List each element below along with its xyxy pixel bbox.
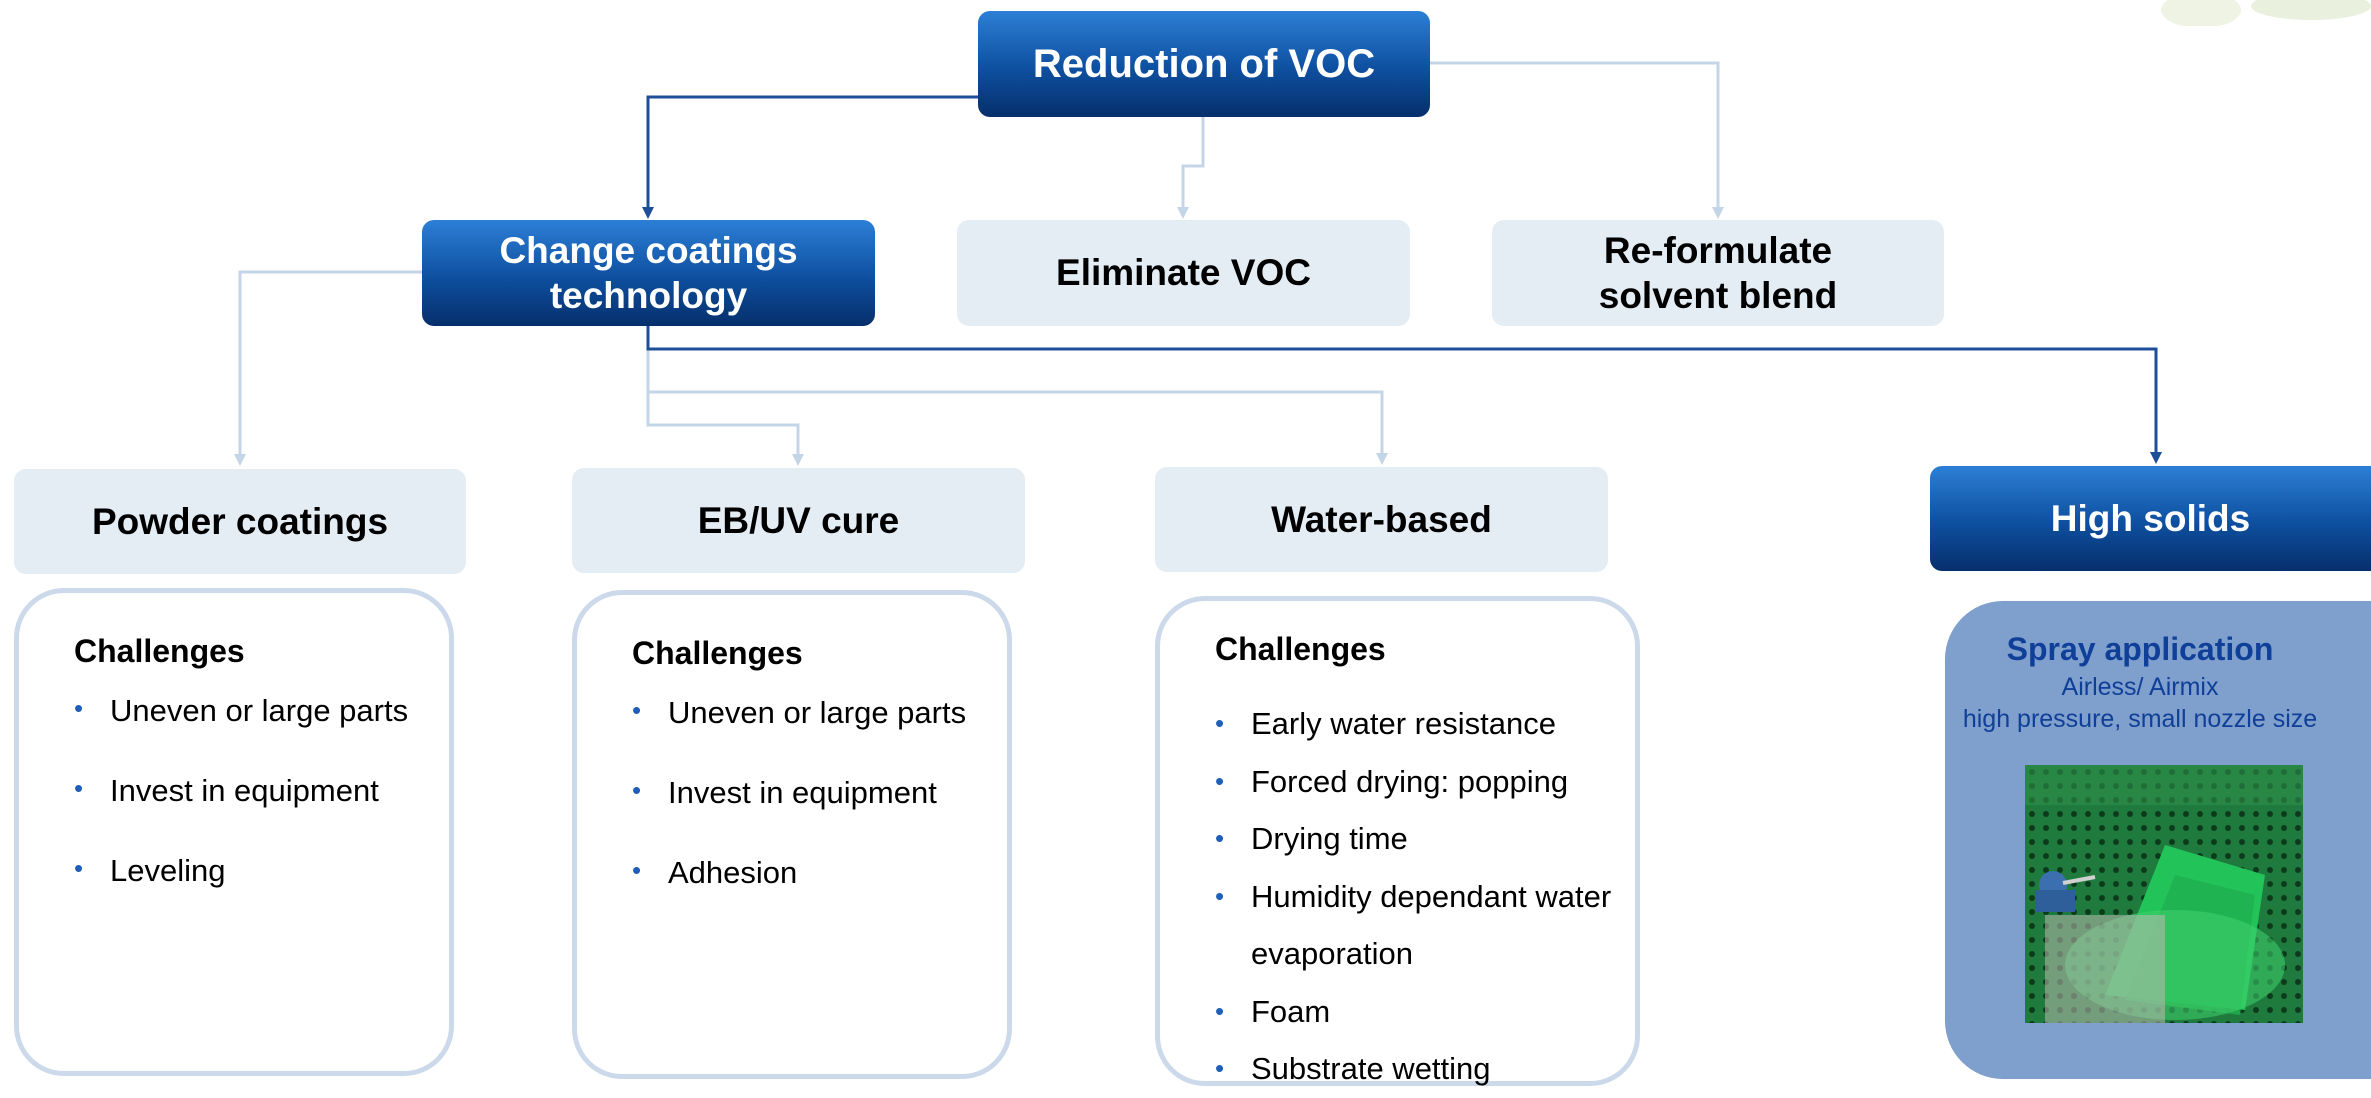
spray-line-1: Airless/ Airmix (2061, 673, 2219, 701)
reformulate-label-2: solvent blend (1598, 275, 1838, 316)
list-item: Leveling (74, 853, 408, 889)
water-based-label: Water-based (1271, 498, 1492, 540)
powder-coatings-label: Powder coatings (91, 500, 389, 542)
list-item: Substrate wetting (1215, 1040, 1611, 1098)
leaf-decoration-icon (2161, 0, 2371, 26)
connector-root-change (642, 95, 978, 219)
powder-challenges-list: Uneven or large parts Invest in equipmen… (74, 693, 408, 889)
high-solids-node: High solids (1930, 466, 2371, 571)
eliminate-voc-node: Eliminate VOC (957, 220, 1410, 326)
spray-application-panel: Spray application Airless/ Airmix high p… (1945, 601, 2371, 1079)
connector-change-ebuv (646, 326, 804, 466)
eliminate-voc-label: Eliminate VOC (1056, 252, 1311, 294)
high-solids-label: High solids (2050, 497, 2251, 539)
powder-challenges-panel: Challenges Uneven or large parts Invest … (14, 588, 454, 1076)
connector-root-reformulate (1430, 61, 1724, 219)
spray-line-2: high pressure, small nozzle size (1962, 705, 2318, 733)
ebuv-cure-label: EB/UV cure (697, 499, 900, 541)
powder-coatings-node: Powder coatings (14, 469, 466, 574)
connector-root-eliminate (1177, 117, 1205, 219)
challenges-heading: Challenges (74, 633, 245, 669)
list-item: Invest in equipment (74, 773, 408, 809)
list-item: Early water resistance (1215, 695, 1611, 753)
root-label: Reduction of VOC (1032, 41, 1376, 86)
list-item: Forced drying: popping (1215, 753, 1611, 811)
challenges-heading: Challenges (632, 635, 803, 671)
change-coatings-label-2: technology (549, 275, 748, 316)
water-challenges-list: Early water resistance Forced drying: po… (1215, 695, 1611, 1098)
ebuv-challenges-list: Uneven or large parts Invest in equipmen… (632, 695, 966, 891)
ebuv-cure-node: EB/UV cure (572, 468, 1025, 573)
list-item: Foam (1215, 983, 1611, 1041)
connector-change-highsolids (646, 326, 2162, 464)
ebuv-challenges-panel: Challenges Uneven or large parts Invest … (572, 590, 1012, 1079)
root-node: Reduction of VOC (978, 11, 1430, 117)
list-item: Adhesion (632, 855, 966, 891)
list-item-continuation: evaporation (1251, 936, 1414, 971)
list-item: Humidity dependant water (1215, 868, 1611, 926)
spray-title: Spray application (2006, 631, 2274, 667)
water-based-node: Water-based (1155, 467, 1608, 572)
connector-change-water (648, 390, 1388, 465)
reformulate-label-1: Re-formulate (1603, 229, 1833, 271)
change-coatings-label-1: Change coatings (499, 229, 798, 271)
water-challenges-panel: Challenges Early water resistance Forced… (1155, 596, 1640, 1097)
connector-change-powder (234, 270, 422, 466)
list-item: Drying time (1215, 810, 1611, 868)
list-item: Invest in equipment (632, 775, 966, 811)
list-item: Uneven or large parts (74, 693, 408, 729)
spray-photo-icon (2025, 765, 2303, 1023)
list-item: Uneven or large parts (632, 695, 966, 731)
challenges-heading: Challenges (1215, 631, 1386, 667)
